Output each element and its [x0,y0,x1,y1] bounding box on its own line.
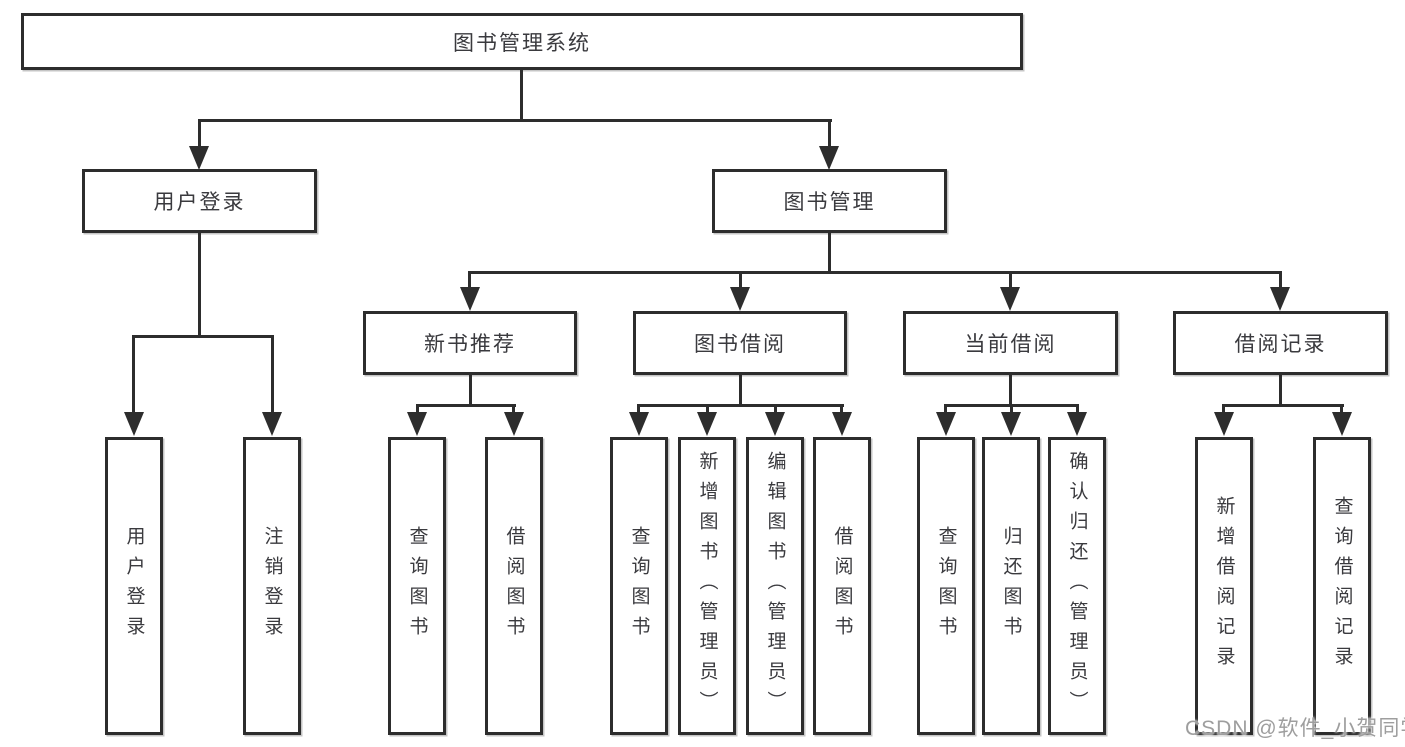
leaf-logout: 注销登录 [243,437,301,735]
connector-line [198,233,201,336]
connector-line [828,233,831,273]
csdn-watermark: CSDN @软件_小贺同学 [1185,717,1405,740]
connector-line [739,271,742,289]
arrow-down-icon [765,412,785,436]
connector-line [1340,404,1343,415]
leaf-add-books-admin-label: 新增图书（管理员） [696,451,718,721]
node-root-label: 图书管理系统 [453,31,591,55]
leaf-query-borrow-record-label: 查询借阅记录 [1331,496,1353,676]
arrow-down-icon [189,146,209,170]
connector-line [637,404,844,407]
arrow-down-icon [936,412,956,436]
leaf-query-books-borrow-label: 查询图书 [628,526,650,646]
leaf-user-login-label: 用户登录 [123,526,145,646]
node-user-login: 用户登录 [82,169,317,233]
connector-line [1076,404,1079,415]
leaf-query-books-recommend: 查询图书 [388,437,446,735]
connector-line [520,69,523,119]
leaf-add-borrow-record-label: 新增借阅记录 [1213,496,1235,676]
arrow-down-icon [407,412,427,436]
leaf-confirm-return-admin: 确认归还（管理员） [1048,437,1106,735]
leaf-borrow-books: 借阅图书 [813,437,871,735]
node-current-borrow: 当前借阅 [903,311,1118,375]
arrow-down-icon [697,412,717,436]
connector-line [944,404,947,415]
leaf-borrow-books-label: 借阅图书 [831,526,853,646]
node-book-management: 图书管理 [712,169,947,233]
leaf-return-books-label: 归还图书 [1000,526,1022,646]
arrow-down-icon [1000,287,1020,311]
leaf-query-books-current: 查询图书 [917,437,975,735]
connector-line [739,375,742,406]
connector-line [132,335,274,338]
leaf-return-books: 归还图书 [982,437,1040,735]
leaf-query-books-recommend-label: 查询图书 [406,526,428,646]
node-root: 图书管理系统 [21,13,1023,70]
leaf-query-books-current-label: 查询图书 [935,526,957,646]
arrow-down-icon [1067,412,1087,436]
arrow-down-icon [730,287,750,311]
connector-line [828,119,831,147]
node-book-borrow-label: 图书借阅 [694,333,786,356]
leaf-borrow-books-recommend: 借阅图书 [485,437,543,735]
leaf-confirm-return-admin-label: 确认归还（管理员） [1066,451,1088,721]
arrow-down-icon [832,412,852,436]
arrow-down-icon [262,412,282,436]
node-borrow-records: 借阅记录 [1173,311,1388,375]
arrow-down-icon [819,146,839,170]
connector-line [1009,375,1012,406]
arrow-down-icon [1332,412,1352,436]
connector-line [468,271,471,289]
connector-line [1009,271,1012,289]
leaf-add-borrow-record: 新增借阅记录 [1195,437,1253,735]
leaf-query-books-borrow: 查询图书 [610,437,668,735]
node-new-book-recommend-label: 新书推荐 [424,333,516,356]
node-borrow-records-label: 借阅记录 [1234,333,1327,356]
node-book-management-label: 图书管理 [783,191,876,214]
arrow-down-icon [1270,287,1290,311]
connector-line [416,404,419,415]
node-current-borrow-label: 当前借阅 [964,333,1057,356]
arrow-down-icon [460,287,480,311]
connector-line [1279,375,1282,406]
connector-line [198,119,201,147]
leaf-edit-books-admin-label: 编辑图书（管理员） [764,451,786,721]
arrow-down-icon [629,412,649,436]
connector-line [468,271,1282,274]
arrow-down-icon [1001,412,1021,436]
connector-line [271,335,274,414]
leaf-user-login: 用户登录 [105,437,163,735]
leaf-add-books-admin: 新增图书（管理员） [678,437,736,735]
node-new-book-recommend: 新书推荐 [363,311,577,375]
node-user-login-label: 用户登录 [153,191,246,214]
arrow-down-icon [504,412,524,436]
arrow-down-icon [1214,412,1234,436]
leaf-logout-label: 注销登录 [261,526,283,646]
leaf-borrow-books-recommend-label: 借阅图书 [503,526,525,646]
connector-line [132,335,135,414]
arrow-down-icon [124,412,144,436]
connector-line [1010,404,1013,415]
connector-line [774,404,777,415]
connector-line [840,404,843,415]
leaf-query-borrow-record: 查询借阅记录 [1313,437,1371,735]
connector-line [469,375,472,406]
connector-line [512,404,515,415]
connector-line [1222,404,1344,407]
connector-line [1222,404,1225,415]
connector-line [637,404,640,415]
leaf-edit-books-admin: 编辑图书（管理员） [746,437,804,735]
connector-line [198,119,832,122]
connector-line [416,404,516,407]
node-book-borrow: 图书借阅 [633,311,847,375]
connector-line [706,404,709,415]
connector-line [1279,271,1282,289]
